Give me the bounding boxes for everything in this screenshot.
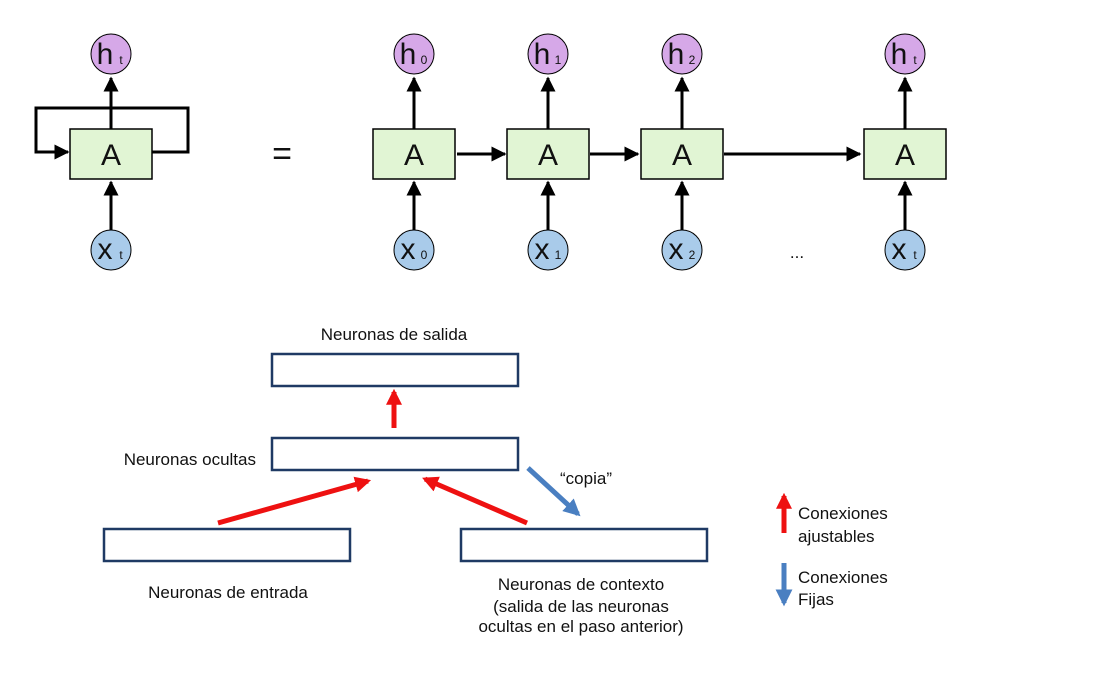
context-desc-line-2: ocultas en el paso anterior) (478, 617, 683, 636)
folded-rnn: A h t x t (34, 33, 190, 271)
output-sub-2: 2 (689, 53, 696, 67)
legend-adjustable-line-2: ajustables (798, 527, 875, 546)
hidden-layer-label: Neuronas ocultas (124, 450, 256, 469)
folded-output-node (90, 33, 132, 75)
folded-output-base: h (97, 38, 114, 71)
input-sub-2: 2 (689, 248, 696, 262)
output-base-0: h (400, 38, 417, 71)
folded-cell-box (69, 128, 153, 180)
hidden-layer-box (270, 436, 520, 472)
copy-arrow (526, 466, 581, 517)
context-to-hidden-arrow (422, 476, 528, 526)
output-base-1: h (534, 38, 551, 71)
cell-label-0: A (404, 139, 424, 172)
unrolled-step-2: A h 2 x 2 (640, 33, 724, 271)
output-node-0 (393, 33, 435, 75)
input-sub-0: 0 (421, 248, 428, 262)
output-layer-box (270, 352, 520, 388)
ellipsis: ... (790, 243, 804, 262)
cell-label-t: A (895, 139, 915, 172)
legend-fixed-line-2: Fijas (798, 590, 834, 609)
output-node-1 (527, 33, 569, 75)
cell-box-1 (506, 128, 590, 180)
unrolled-step-t: A h t x t (863, 33, 947, 271)
input-layer-box (102, 527, 352, 563)
input-node-1 (527, 229, 569, 271)
cell-label-1: A (538, 139, 558, 172)
context-desc-line-1: (salida de las neuronas (493, 597, 669, 616)
unrolled-rnn: A h 0 x 0 A h 1 x 1 A h (372, 33, 947, 271)
input-to-hidden-arrow (217, 476, 372, 526)
cell-box-0 (372, 128, 456, 180)
folded-cell-label: A (101, 139, 121, 172)
input-base-t: x (892, 233, 907, 266)
folded-input-sub: t (119, 248, 123, 262)
legend-adjustable-line-1: Conexiones (798, 504, 888, 523)
output-node-2 (661, 33, 703, 75)
unrolled-step-0: A h 0 x 0 (372, 33, 456, 271)
input-node-t (884, 229, 926, 271)
input-sub-1: 1 (555, 248, 562, 262)
output-sub-0: 0 (421, 53, 428, 67)
input-base-1: x (535, 233, 550, 266)
input-node-2 (661, 229, 703, 271)
equals-sign: = (272, 135, 292, 173)
copy-label: “copia” (560, 469, 612, 488)
folded-input-base: x (98, 233, 113, 266)
output-base-2: h (668, 38, 685, 71)
folded-output-sub: t (119, 53, 123, 67)
legend: Conexiones ajustables Conexiones Fijas (775, 492, 888, 609)
output-base-t: h (891, 38, 908, 71)
input-base-0: x (401, 233, 416, 266)
input-node-0 (393, 229, 435, 271)
folded-input-node (90, 229, 132, 271)
input-sub-t: t (913, 248, 917, 262)
output-sub-1: 1 (555, 53, 562, 67)
output-sub-t: t (913, 53, 917, 67)
output-node-t (884, 33, 926, 75)
legend-fixed-line-1: Conexiones (798, 568, 888, 587)
context-layer-label: Neuronas de contexto (498, 575, 664, 594)
cell-label-2: A (672, 139, 692, 172)
output-layer-label: Neuronas de salida (321, 325, 468, 344)
elman-network: Neuronas de salida Neuronas ocultas “cop… (102, 325, 709, 636)
cell-box-t (863, 128, 947, 180)
cell-box-2 (640, 128, 724, 180)
input-base-2: x (669, 233, 684, 266)
context-layer-box (459, 527, 709, 563)
input-layer-label: Neuronas de entrada (148, 583, 308, 602)
unrolled-step-1: A h 1 x 1 (506, 33, 590, 271)
